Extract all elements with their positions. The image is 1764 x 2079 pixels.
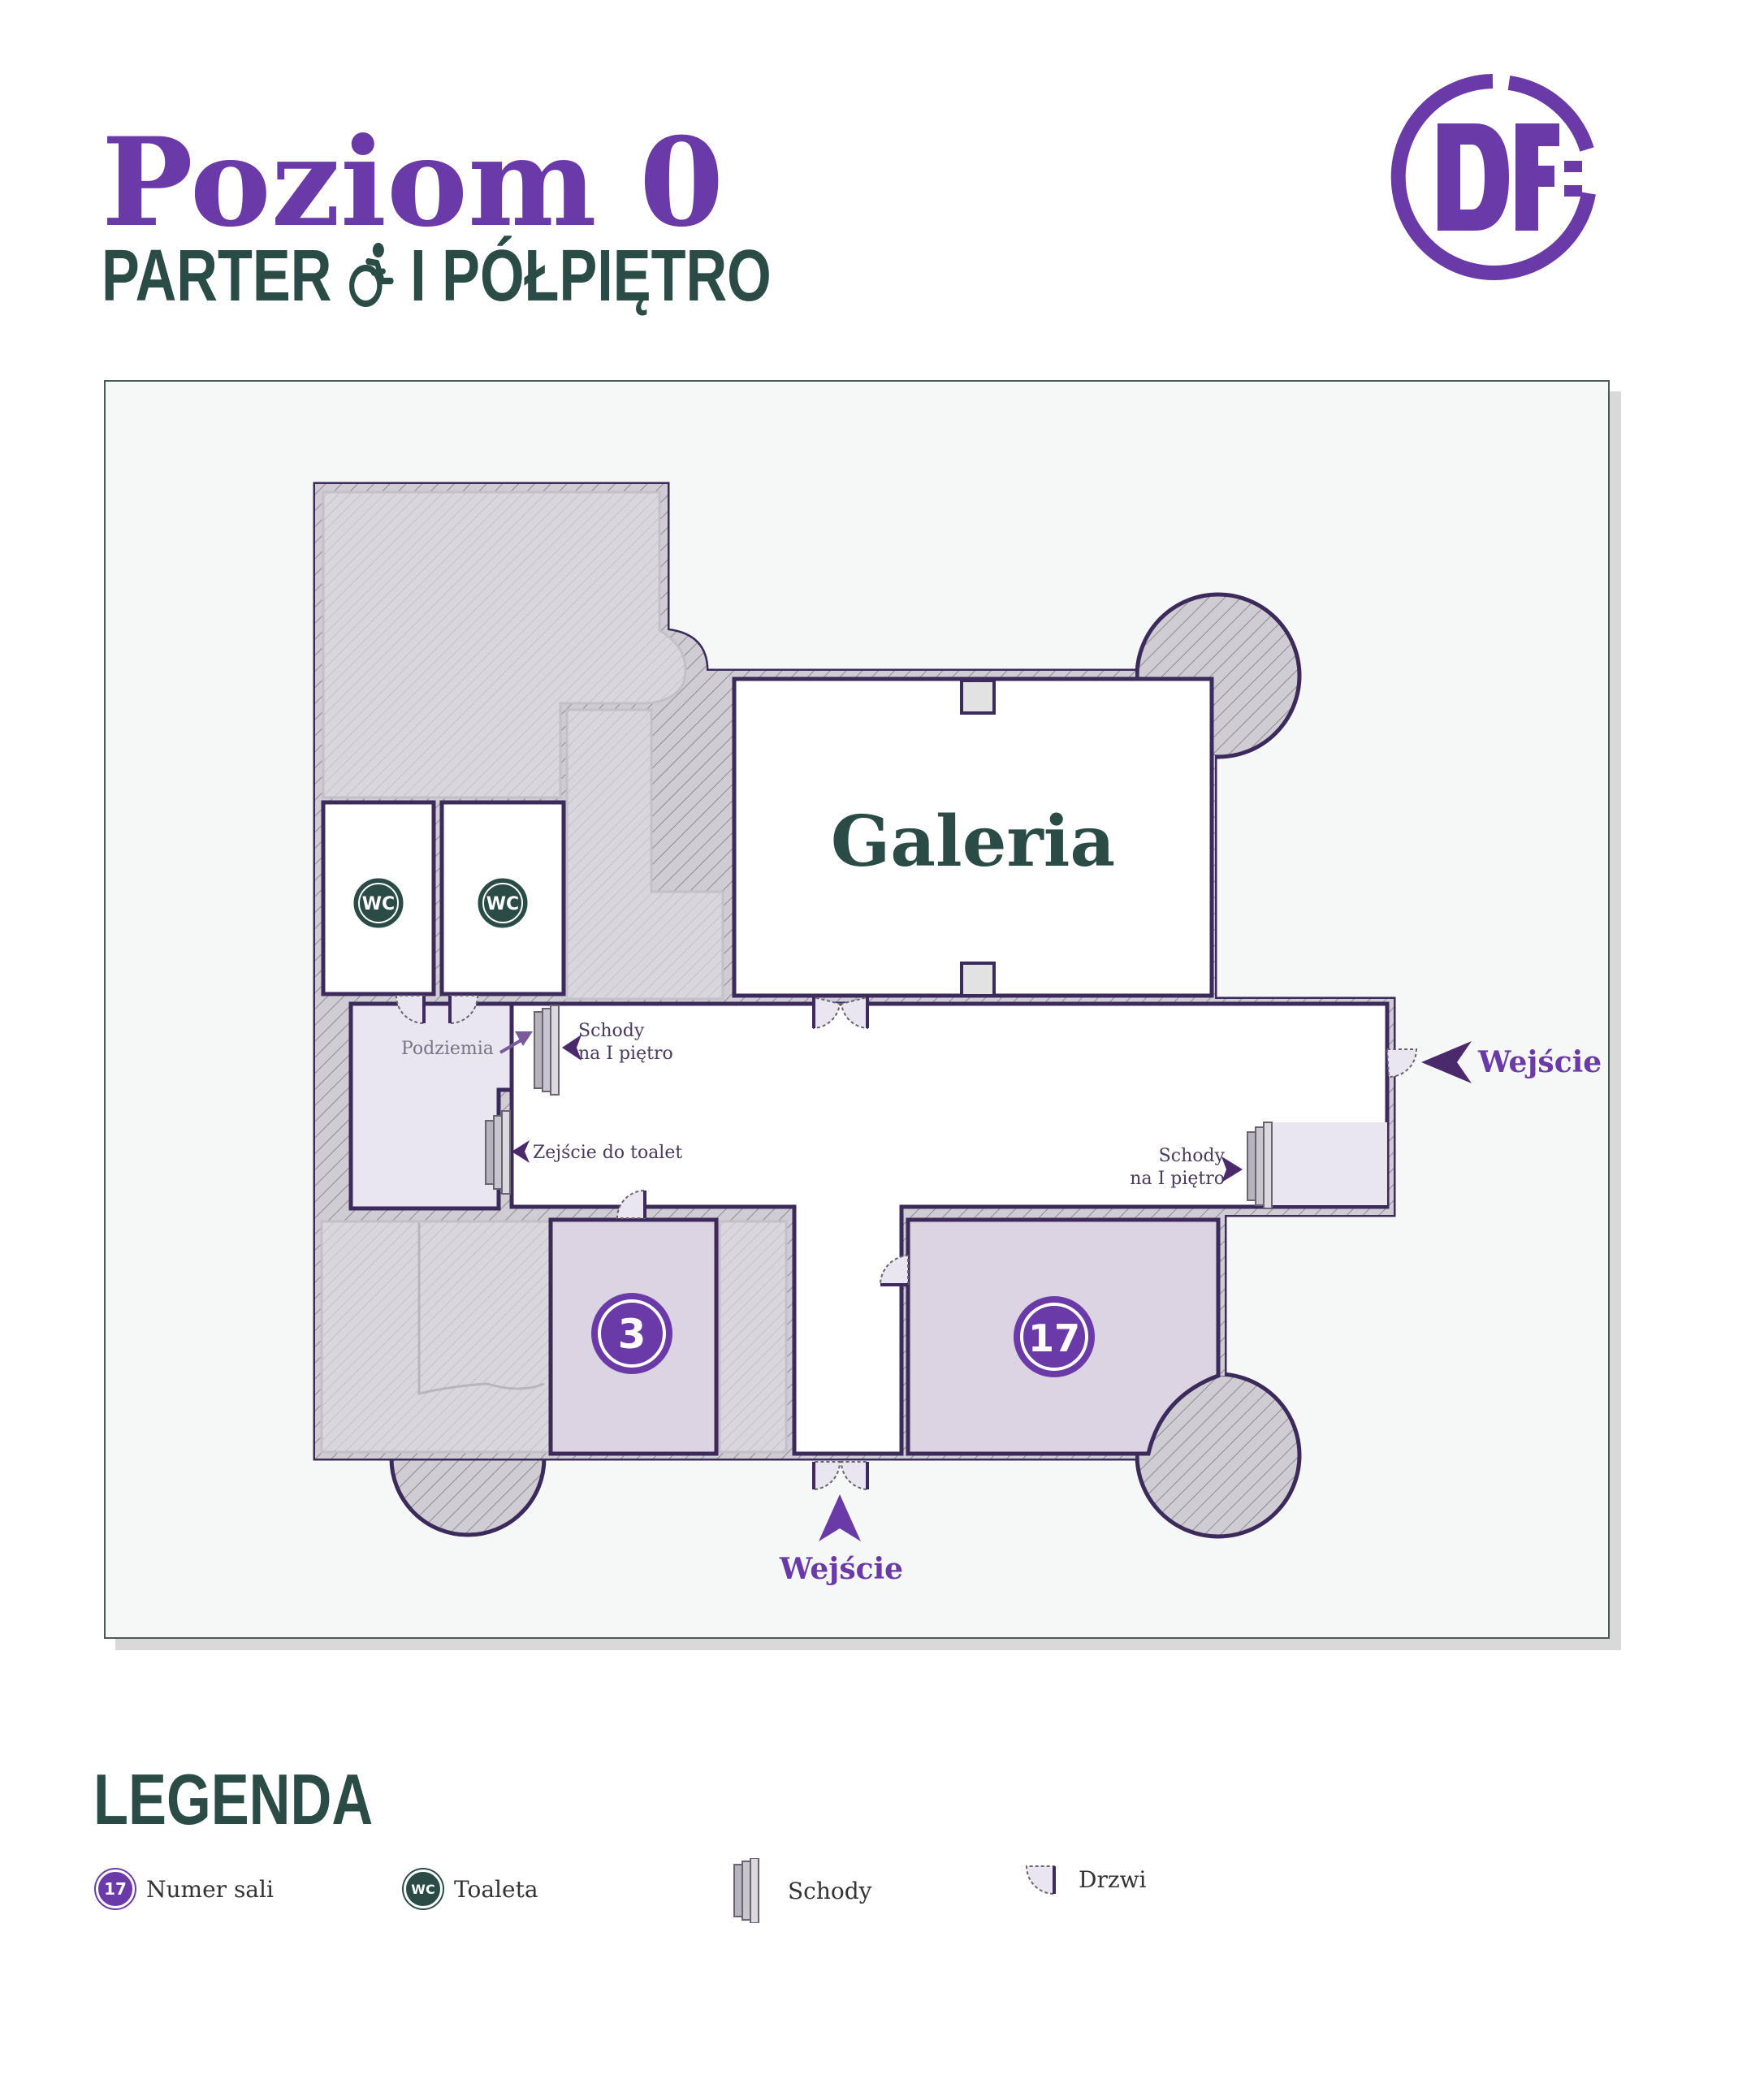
stairs-up-right-label-2: na I piętro [1130,1169,1225,1189]
legend-door: Drzwi [1025,1863,1147,1895]
stairs-up-right-label-1: Schody [1159,1146,1226,1166]
legend-toilet-label: Toaleta [454,1875,538,1903]
stairs-up-right [1247,1122,1273,1209]
wc-icon: WC [351,875,406,931]
stairs-icon [733,1858,759,1923]
floor-plan-svg: Galeria WC WC 3 17 Podziemia Schody na I… [313,482,1602,1586]
arrow-icon [1221,1156,1243,1182]
room-3-badge: 3 [591,1293,672,1374]
entrance-east-arrow-icon [1421,1041,1472,1083]
door-icon [1025,1865,1056,1895]
landing-east [1265,1122,1387,1205]
pillar [960,679,996,715]
stairs-down-wc [485,1110,511,1195]
page-subtitle: PARTER I PÓŁPIĘTRO [102,240,772,313]
legend-room-number: 17 Numer sali [96,1869,274,1908]
basement-area [348,1001,514,1211]
wc-label: WC [486,894,519,914]
entrance-south-arrow-icon [819,1494,861,1541]
room-17-badge: 17 [1014,1296,1095,1377]
entrance-south-label: Wejście [779,1552,903,1586]
subtitle-parter: PARTER [102,236,332,317]
room-17-number: 17 [1028,1316,1080,1360]
legend-toilet: WC Toaleta [404,1869,538,1908]
subtitle-polpietro: I PÓŁPIĘTRO [410,236,772,317]
legend-room-number-label: Numer sali [146,1875,274,1903]
stairs-up-left [534,1005,560,1096]
room-number-badge-icon: 17 [96,1869,135,1908]
legend-door-label: Drzwi [1079,1865,1147,1893]
basement-label: Podziemia [401,1039,494,1059]
corridor-block [565,708,724,1001]
wheelchair-icon [349,243,394,307]
room-sw [320,1220,552,1454]
stairs-down-wc-label: Zejście do toalet [533,1143,682,1163]
df-logo [1390,74,1596,280]
floor-map: Galeria WC WC 3 17 Podziemia Schody na I… [104,380,1610,1639]
wc-badge-icon: WC [404,1869,443,1908]
gallery-room [732,676,1214,998]
stairs-up-left-label-1: Schody [578,1021,645,1041]
main-corridor [509,1001,1390,1456]
pillar [960,962,996,997]
room-3-number: 3 [618,1311,646,1358]
wc-icon: WC [475,875,530,931]
legend-stairs: Schody [733,1858,872,1923]
tower-sw [389,1456,547,1537]
legend-title: LEGENDA [93,1759,374,1839]
stairs-up-left-label-2: na I piętro [578,1044,673,1064]
page-title: Poziom 0 [102,111,724,254]
arrow-icon [562,1035,582,1061]
entrance-east-label: Wejście [1477,1045,1602,1079]
legend-stairs-label: Schody [788,1877,872,1904]
room-s-narrow [718,1220,788,1454]
arrow-icon [512,1140,530,1163]
door [395,995,1418,1491]
block-nw [322,491,687,799]
room-number-sample: 17 [104,1879,127,1899]
wc-label: WC [362,894,395,914]
gallery-label: Galeria [831,801,1115,883]
wc-sample: WC [411,1881,435,1897]
